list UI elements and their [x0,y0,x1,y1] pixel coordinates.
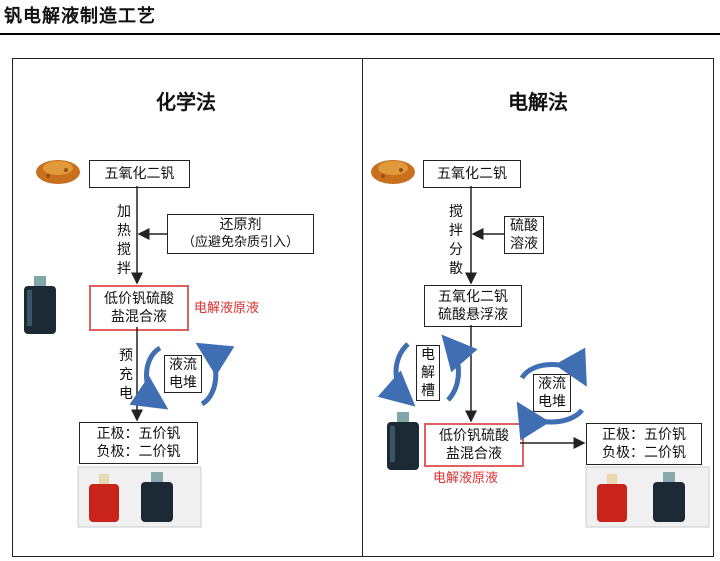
mix-line-2: 盐混合液 [446,446,502,462]
suspension-line-2: 硫酸悬浮液 [438,307,508,323]
result-photo-left [77,466,202,528]
result-line-1: 正极：五价钒 [96,426,181,442]
mix-line-1: 低价钒硫酸 [439,428,509,444]
char: 预 [119,348,133,364]
box-mixed-solution-right: 低价钒硫酸 盐混合液 [424,423,524,467]
mix-line-2: 盐混合液 [111,309,167,325]
char: 搅 [117,242,131,258]
label-stir-disperse: 搅 拌 分 散 [448,203,464,279]
powder-icon [36,160,80,184]
box-result: 正极：五价钒 负极：二价钒 [79,422,198,464]
heading-chemical-method: 化学法 [156,90,216,114]
result-line-1: 正极：五价钒 [602,427,686,443]
box-sulfuric-acid: 硫酸 溶液 [504,216,544,254]
result-photo-right [585,466,710,528]
box-electrolytic-cell: 电 解 槽 [416,345,440,401]
char: 拌 [449,223,463,239]
label-raw-electrolyte-right: 电解液原液 [433,471,499,486]
box-result-right: 正极：五价钒 负极：二价钒 [586,423,702,465]
cell-char-2: 解 [421,365,435,381]
char: 散 [449,261,463,277]
acid-line-1: 硫酸 [510,218,538,234]
suspension-line-1: 五氧化二钒 [438,289,508,305]
box-mixed-solution: 低价钒硫酸 盐混合液 [89,285,189,331]
bottle-dark-right [387,412,419,470]
char: 拌 [117,261,131,277]
stack-cycle-bottom [516,401,584,441]
page-title: 钒电解液制造工艺 [4,6,156,27]
heading-electrolysis-method: 电解法 [508,90,568,114]
char: 加 [117,204,131,220]
box-text: 五氧化二钒 [104,166,175,182]
result-line-2: 负极：二价钒 [602,445,686,461]
cycle-arrow-left [129,345,169,410]
cell-char-3: 槽 [421,383,435,399]
char: 分 [449,242,463,258]
label-raw-electrolyte: 电解液原液 [194,301,260,316]
char: 搅 [449,204,463,220]
cell-char-1: 电 [421,347,435,363]
box-reducer: 还原剂 （应避免杂质引入） [167,214,314,254]
bottle-dark-left [24,276,56,334]
box-vanadium-pentoxide: 五氧化二钒 [89,160,190,188]
powder-icon-right [371,160,415,184]
cycle-arrow-right [195,342,235,407]
stack-line-2: 电堆 [169,375,197,391]
mix-line-1: 低价钒硫酸 [104,291,174,307]
result-line-2: 负极：二价钒 [96,444,181,460]
box-text: 五氧化二钒 [437,166,507,182]
reducer-line-2: （应避免杂质引入） [181,235,299,250]
acid-line-2: 溶液 [510,236,538,252]
stack-cycle-top [519,347,587,387]
cell-cycle-left [377,342,416,407]
title-rule [0,33,720,35]
label-heat-stir: 加 热 搅 拌 [116,203,132,279]
box-suspension: 五氧化二钒 硫酸悬浮液 [424,285,522,327]
char: 热 [117,223,131,239]
reducer-line-1: 还原剂 [219,217,262,233]
stack-line-1: 液流 [169,357,197,373]
box-vanadium-pentoxide-right: 五氧化二钒 [423,160,521,188]
cell-cycle-right [441,334,478,402]
